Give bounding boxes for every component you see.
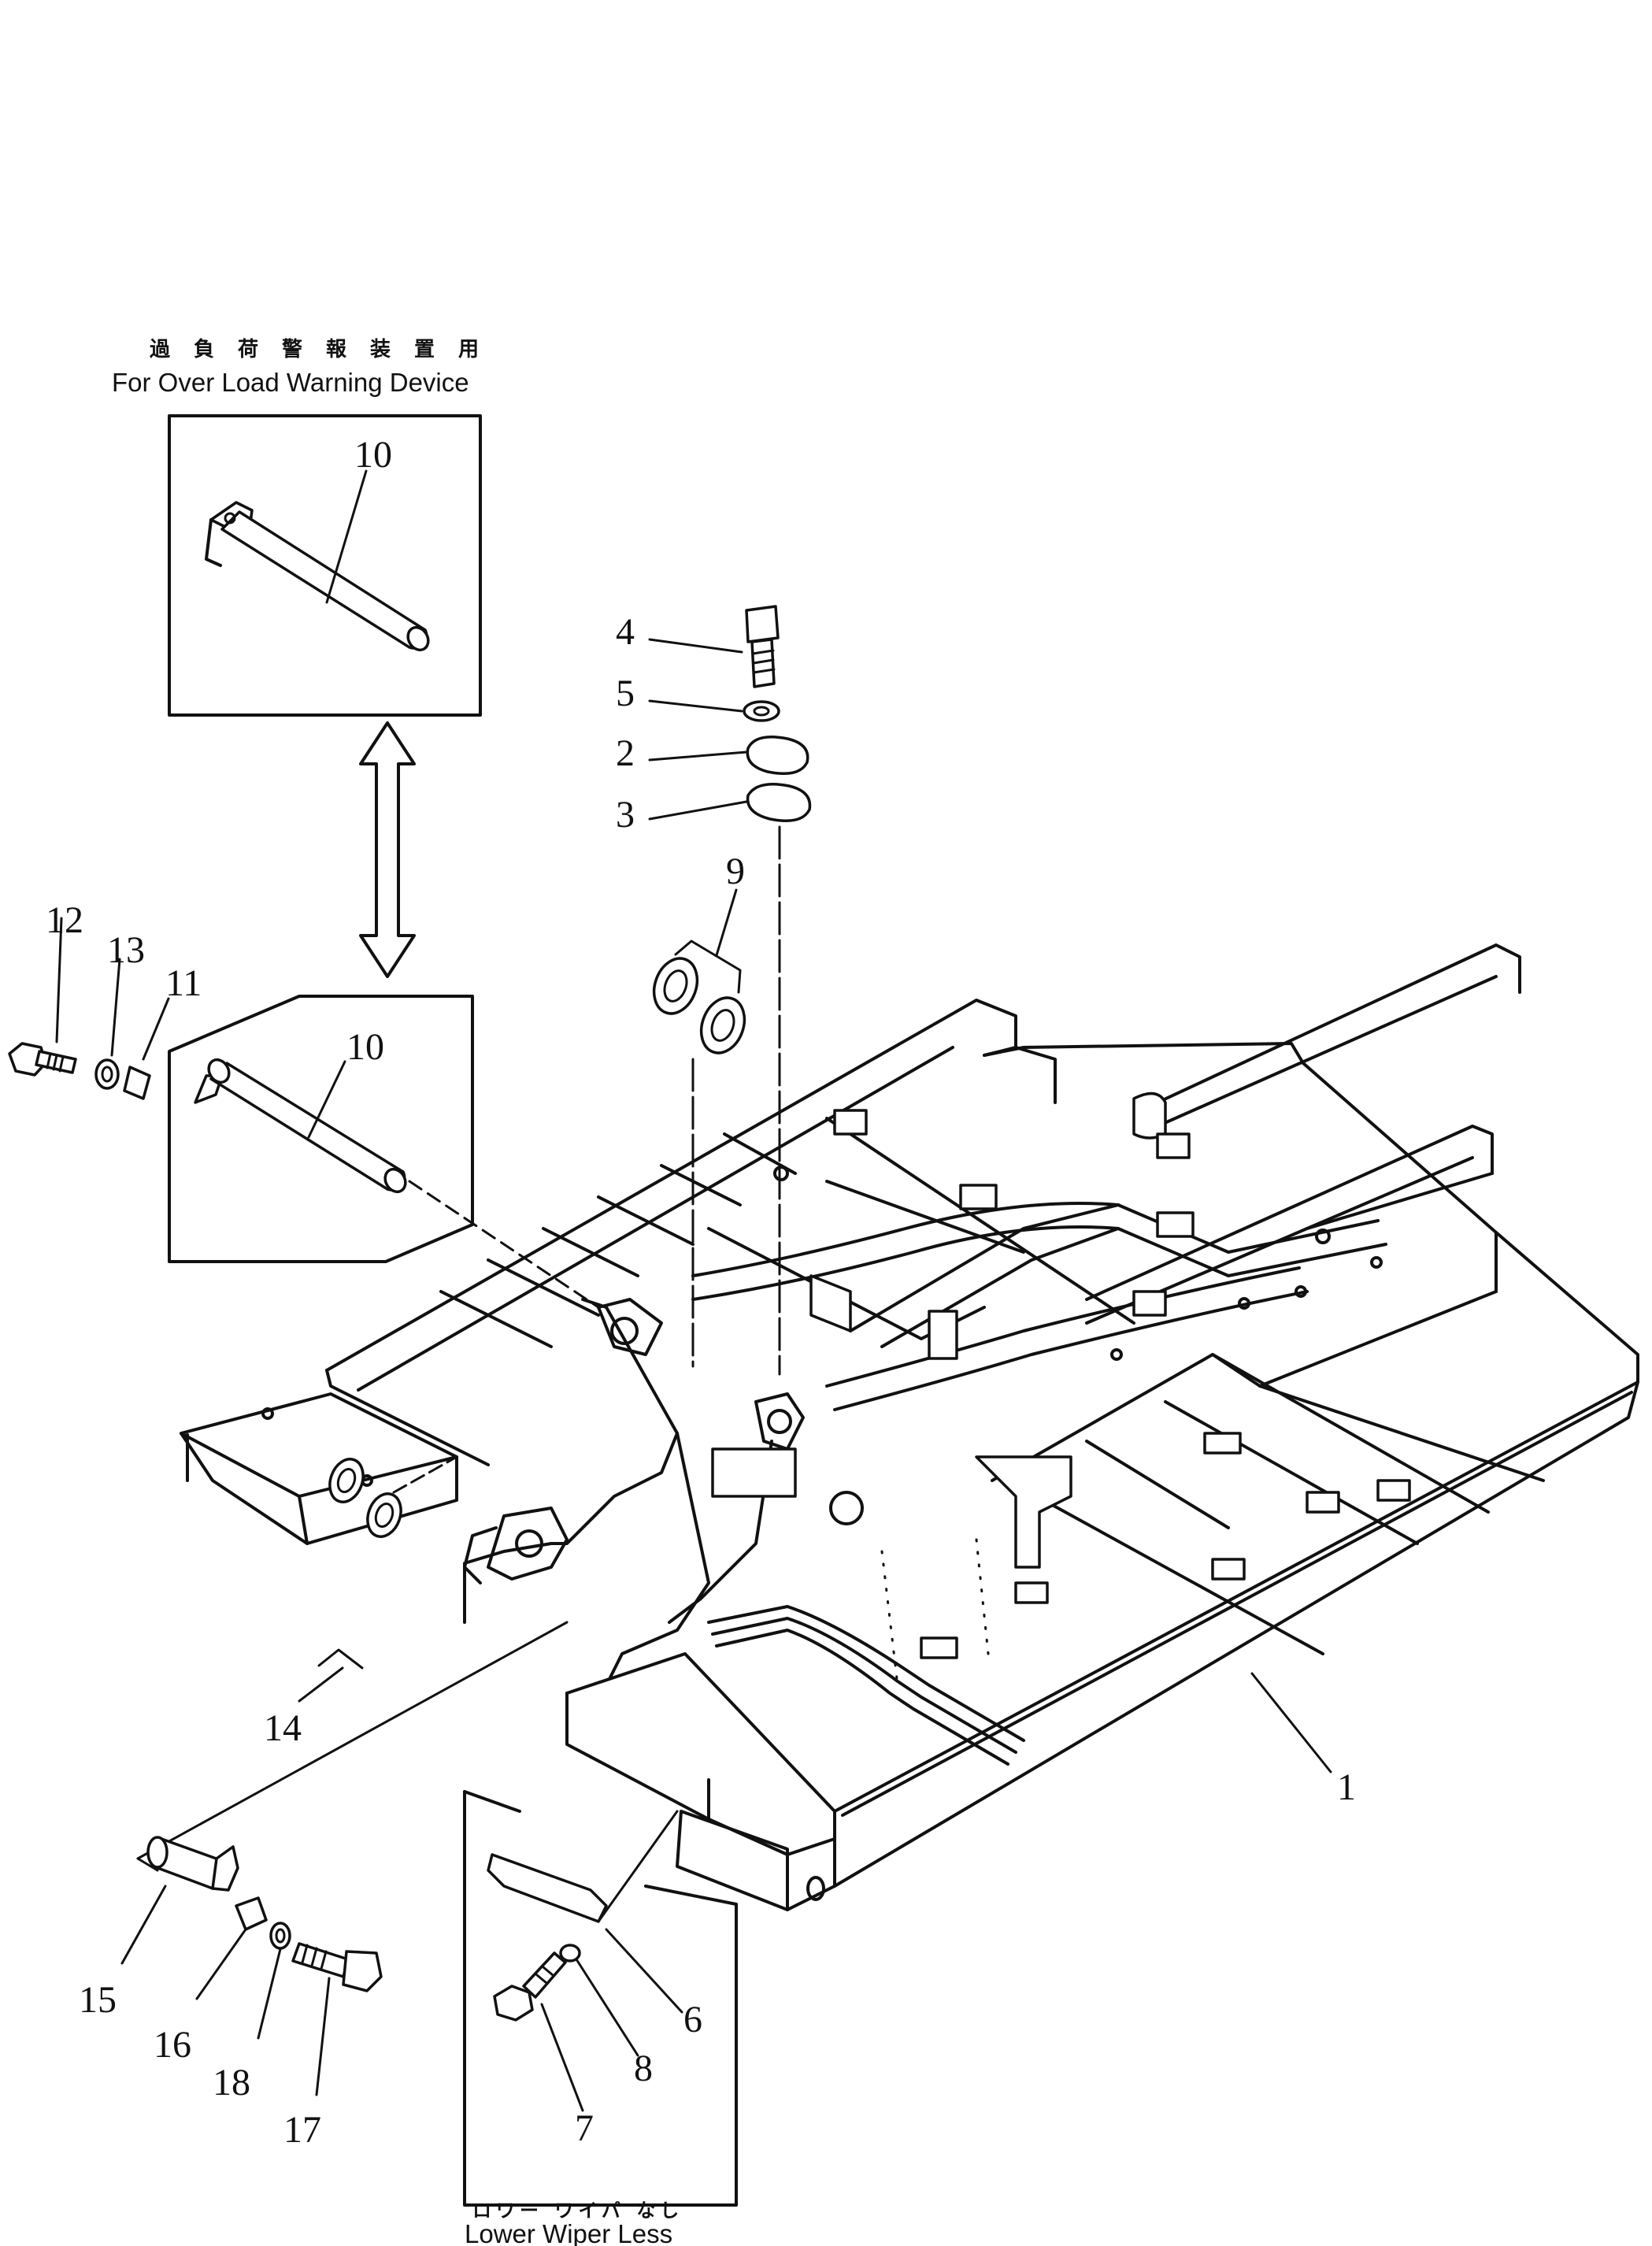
callout-15: 15 bbox=[79, 1979, 117, 2021]
callout-4: 4 bbox=[616, 611, 635, 653]
callout-7: 7 bbox=[575, 2107, 594, 2149]
bolt-7 bbox=[493, 1951, 567, 2022]
bolt-17 bbox=[291, 1942, 383, 1992]
plate-3 bbox=[746, 783, 812, 822]
detail-box-standard: 10 bbox=[168, 995, 474, 1263]
callout-10-mid: 10 bbox=[346, 1026, 384, 1068]
pin-15 bbox=[146, 1836, 239, 1892]
shims-14 bbox=[298, 1455, 458, 1703]
plate-16 bbox=[235, 1896, 268, 1931]
leader-1 bbox=[1250, 1672, 1332, 1773]
callout-2: 2 bbox=[616, 732, 635, 774]
callout-18: 18 bbox=[213, 2062, 250, 2103]
detail-box-wiper bbox=[463, 1790, 738, 2207]
shims-9 bbox=[652, 888, 746, 1054]
callout-14: 14 bbox=[264, 1707, 302, 1749]
caption-overload-en: For Over Load Warning Device bbox=[112, 368, 469, 397]
caption-overload-jp: 過負荷警報装置用 bbox=[150, 337, 502, 361]
detail-box-overload: 10 bbox=[168, 414, 482, 717]
callout-5: 5 bbox=[616, 673, 635, 714]
bolt-12 bbox=[8, 1042, 77, 1077]
callout-8: 8 bbox=[634, 2048, 653, 2089]
cover-6 bbox=[487, 1853, 608, 1923]
leader-15-set bbox=[136, 1621, 569, 1860]
leader-10 bbox=[408, 1180, 600, 1309]
callout-16: 16 bbox=[154, 2024, 191, 2066]
callout-3: 3 bbox=[616, 794, 635, 836]
callout-11: 11 bbox=[165, 962, 202, 1004]
washer-8 bbox=[559, 1944, 581, 1962]
callout-17: 17 bbox=[283, 2109, 321, 2151]
bolt-4 bbox=[745, 605, 780, 688]
callout-12: 12 bbox=[46, 899, 83, 941]
callout-13: 13 bbox=[107, 929, 145, 971]
washer-5 bbox=[743, 700, 780, 722]
double-arrow bbox=[359, 721, 416, 978]
callout-6: 6 bbox=[683, 1999, 702, 2040]
plate-11 bbox=[123, 1066, 151, 1100]
callout-9: 9 bbox=[726, 851, 745, 892]
caption-wiper-jp: ロワー ワイパ なし bbox=[472, 2200, 683, 2222]
callout-10-top: 10 bbox=[354, 434, 392, 476]
callout-1: 1 bbox=[1337, 1766, 1356, 1808]
washer-18 bbox=[269, 1922, 291, 1950]
plate-2 bbox=[746, 736, 809, 775]
caption-wiper-en: Lower Wiper Less bbox=[465, 2219, 672, 2246]
washer-13 bbox=[94, 1058, 120, 1090]
revolving-frame bbox=[180, 943, 1639, 1911]
